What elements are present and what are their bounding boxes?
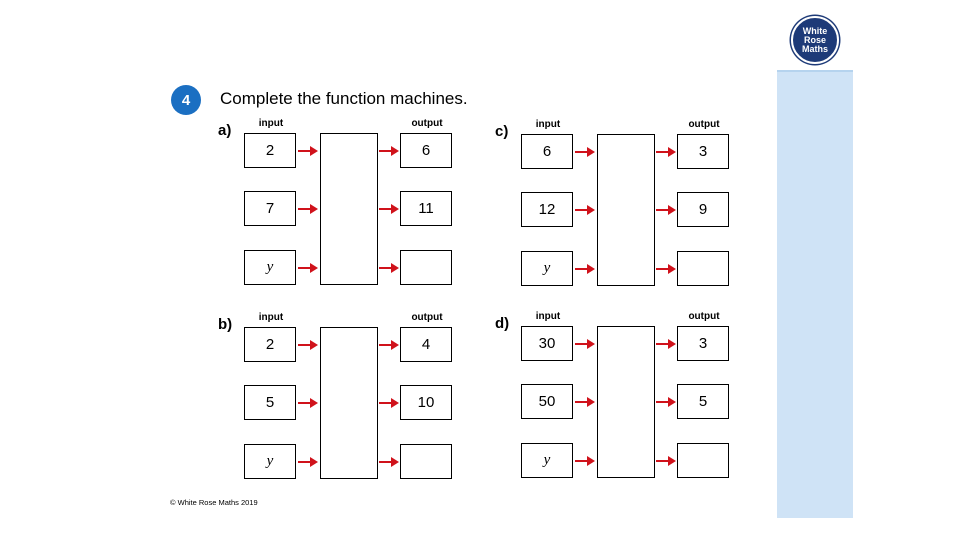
- logo-text-line3: Maths: [801, 43, 828, 54]
- input-box: y: [521, 251, 573, 286]
- function-box[interactable]: [597, 326, 655, 478]
- output-box: 3: [677, 134, 729, 169]
- arrow-icon: [298, 204, 318, 214]
- function-machine-d: d) input output 30 50 y 3 5: [495, 311, 735, 485]
- input-box: 2: [244, 327, 296, 362]
- logo-text-line1: White: [802, 25, 828, 36]
- output-header: output: [688, 119, 720, 130]
- input-header: input: [535, 311, 561, 322]
- arrow-icon: [379, 340, 399, 350]
- input-box: y: [244, 444, 296, 479]
- output-box-blank[interactable]: [400, 250, 452, 285]
- input-box: 2: [244, 133, 296, 168]
- machine-label: c): [495, 123, 509, 140]
- function-box[interactable]: [320, 327, 378, 479]
- arrow-icon: [656, 339, 676, 349]
- arrow-icon: [575, 339, 595, 349]
- arrow-icon: [575, 397, 595, 407]
- question-instruction: Complete the function machines.: [220, 89, 468, 108]
- output-box: 9: [677, 192, 729, 227]
- input-header: input: [535, 119, 561, 130]
- function-machine-b: b) input output 2 5 y 4 10: [218, 312, 458, 486]
- output-box-blank[interactable]: [677, 251, 729, 286]
- input-box: 6: [521, 134, 573, 169]
- arrow-icon: [379, 457, 399, 467]
- input-box: 12: [521, 192, 573, 227]
- arrow-icon: [656, 205, 676, 215]
- output-box-blank[interactable]: [400, 444, 452, 479]
- arrow-icon: [298, 263, 318, 273]
- side-panel: [777, 0, 853, 518]
- arrow-icon: [379, 146, 399, 156]
- output-box: 4: [400, 327, 452, 362]
- arrow-icon: [298, 398, 318, 408]
- output-box: 11: [400, 191, 452, 226]
- output-header: output: [411, 312, 443, 323]
- function-machine-a: a) input output 2 7 y 6 11: [218, 118, 458, 292]
- output-box: 3: [677, 326, 729, 361]
- arrow-icon: [575, 456, 595, 466]
- output-box: 10: [400, 385, 452, 420]
- input-box: 5: [244, 385, 296, 420]
- input-header: input: [258, 118, 284, 129]
- arrow-icon: [298, 457, 318, 467]
- input-box: 7: [244, 191, 296, 226]
- function-box[interactable]: [597, 134, 655, 286]
- arrow-icon: [656, 456, 676, 466]
- output-header: output: [688, 311, 720, 322]
- arrow-icon: [656, 264, 676, 274]
- output-box: 5: [677, 384, 729, 419]
- question-number-badge: 4: [171, 85, 201, 115]
- machine-label: b): [218, 316, 233, 333]
- arrow-icon: [379, 204, 399, 214]
- input-box: y: [244, 250, 296, 285]
- arrow-icon: [298, 146, 318, 156]
- input-box: 30: [521, 326, 573, 361]
- input-box: 50: [521, 384, 573, 419]
- logo-text-line2: Rose: [803, 34, 826, 45]
- machine-label: a): [218, 122, 232, 139]
- function-box[interactable]: [320, 133, 378, 285]
- arrow-icon: [298, 340, 318, 350]
- input-box: y: [521, 443, 573, 478]
- copyright-notice: © White Rose Maths 2019: [170, 498, 258, 507]
- arrow-icon: [575, 264, 595, 274]
- output-box: 6: [400, 133, 452, 168]
- arrow-icon: [656, 147, 676, 157]
- arrow-icon: [575, 205, 595, 215]
- machine-label: d): [495, 315, 510, 332]
- arrow-icon: [379, 263, 399, 273]
- input-header: input: [258, 312, 284, 323]
- function-machine-c: c) input output 6 12 y 3 9: [495, 119, 735, 293]
- output-box-blank[interactable]: [677, 443, 729, 478]
- arrow-icon: [656, 397, 676, 407]
- arrow-icon: [575, 147, 595, 157]
- output-header: output: [411, 118, 443, 129]
- white-rose-maths-logo: White Rose Maths: [791, 16, 839, 64]
- arrow-icon: [379, 398, 399, 408]
